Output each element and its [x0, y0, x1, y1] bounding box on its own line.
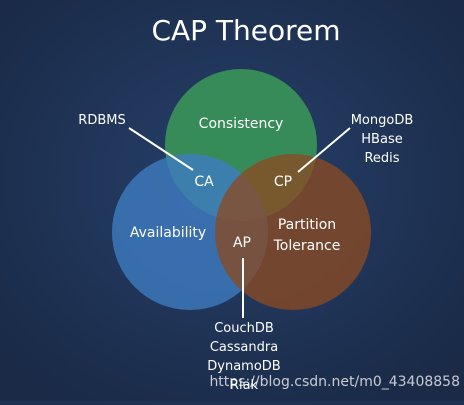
ca-label: CA — [194, 174, 214, 190]
ca-examples: RDBMS — [78, 113, 125, 128]
consistency-label: Consistency — [199, 116, 284, 132]
ca-leader-line — [128, 127, 194, 171]
cp-example-2: Redis — [364, 151, 399, 166]
ap-example-2: DynamoDB — [207, 359, 280, 374]
partition-label-line1: Partition — [278, 217, 336, 233]
availability-label: Availability — [130, 225, 206, 241]
ap-label: AP — [233, 235, 251, 251]
partition-label-line2: Tolerance — [273, 238, 341, 254]
diagram-title: CAP Theorem — [151, 14, 340, 47]
ca-example-0: RDBMS — [78, 113, 125, 128]
ap-example-0: CouchDB — [214, 321, 274, 336]
cp-example-0: MongoDB — [351, 113, 414, 128]
watermark-text: https://blog.csdn.net/m0_43408858 — [209, 374, 460, 390]
cp-example-1: HBase — [361, 132, 402, 147]
cp-leader-line — [297, 127, 351, 173]
ap-example-3: Riak — [230, 378, 259, 393]
ap-example-1: Cassandra — [210, 340, 278, 355]
partition-tolerance-circle — [215, 154, 371, 310]
cp-label: CP — [274, 174, 292, 190]
